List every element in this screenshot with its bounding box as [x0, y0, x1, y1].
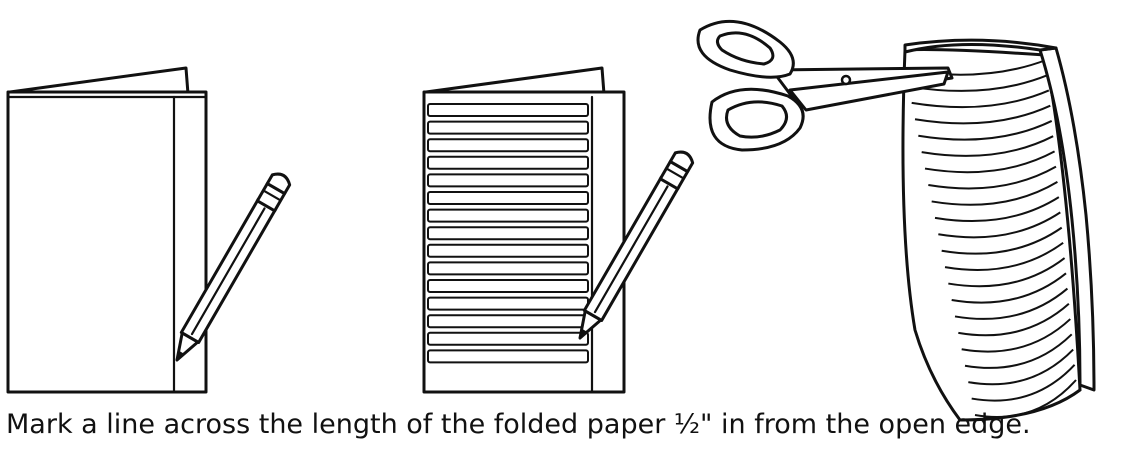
folded-paper-step2	[424, 68, 624, 392]
ruled-line	[428, 174, 588, 186]
ruled-line	[428, 104, 588, 116]
ruled-line	[428, 210, 588, 222]
fringed-paper	[903, 40, 1094, 420]
ruled-line	[428, 227, 588, 239]
ruled-line	[428, 280, 588, 292]
ruled-line	[428, 298, 588, 310]
ruled-line	[428, 350, 588, 362]
ruled-line	[428, 333, 588, 345]
ruled-line	[428, 245, 588, 257]
ruled-line	[428, 192, 588, 204]
front-cover	[8, 92, 206, 392]
back-page	[10, 68, 188, 94]
ruled-line	[428, 315, 588, 327]
folded-paper-step1	[8, 68, 206, 392]
ruled-line	[428, 157, 588, 169]
ruled-line	[428, 122, 588, 134]
instruction-caption: Mark a line across the length of the fol…	[6, 405, 1136, 445]
front-cover	[424, 92, 624, 392]
back-page	[426, 68, 604, 94]
ruled-line	[428, 139, 588, 151]
ruled-line	[428, 262, 588, 274]
ruled-lines	[428, 104, 588, 362]
